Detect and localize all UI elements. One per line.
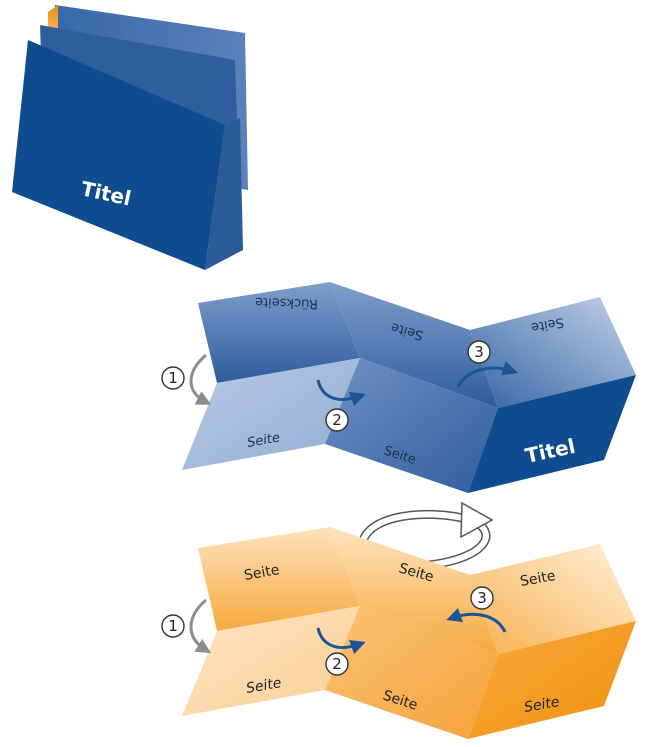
blue-fold-arrow-1 [189,353,212,405]
orange-front-mid-panel [325,606,498,739]
blue-top-left-panel [198,282,360,383]
blue-back-label: Rückseite [255,294,318,311]
orange-top-left-label: Seite [243,562,281,584]
blue-step-1-text: 1 [168,369,178,387]
orange-front-right-panel [468,621,636,739]
blue-front-left-label: Seite [246,430,281,450]
orange-top-right-panel [470,544,636,654]
blue-front-left-panel [182,358,360,470]
blue-step-3-text: 3 [474,343,484,361]
orange-step-3: 3 [470,586,494,610]
orange-fold-arrow-3 [446,607,507,633]
orange-top-left-panel [198,527,360,631]
blue-step-3: 3 [467,340,491,364]
orange-step-3-text: 3 [477,589,487,607]
orange-fold-arrow-1 [189,598,212,654]
orange-front-right-label: Seite [523,694,561,716]
blue-step-1: 1 [161,366,185,390]
orange-front-left-panel [182,606,360,716]
orange-top-right-label: Seite [519,568,557,590]
blue-top-mid-panel [330,282,498,408]
blue-fold-arrow-3 [456,361,518,388]
folded-leporello: Titel [12,5,248,270]
rotation-arrow-head [460,501,494,539]
orange-unfolded-leporello: Seite Seite Seite Seite Seite Seite 1 2 … [161,527,636,739]
orange-front-left-label: Seite [245,675,283,697]
blue-top-right-label: Seite [530,314,565,334]
blue-top-right-panel [470,297,636,408]
orange-fold-arrow-2 [316,627,366,655]
blue-step-2-text: 2 [332,411,342,429]
orange-top-mid-panel [330,527,498,654]
cover-front-panel [12,40,225,270]
blue-step-2: 2 [325,408,349,432]
orange-step-2-text: 2 [332,655,342,673]
blue-front-right-panel [468,375,636,493]
blue-unfolded-leporello: Rückseite Seite Seite Seite Seite Titel … [161,282,636,493]
orange-step-1: 1 [161,614,185,638]
orange-step-2: 2 [325,652,349,676]
blue-fold-arrow-2 [316,379,366,407]
cover-back-side [205,118,243,270]
blue-front-mid-panel [325,358,498,493]
orange-step-1-text: 1 [168,617,178,635]
